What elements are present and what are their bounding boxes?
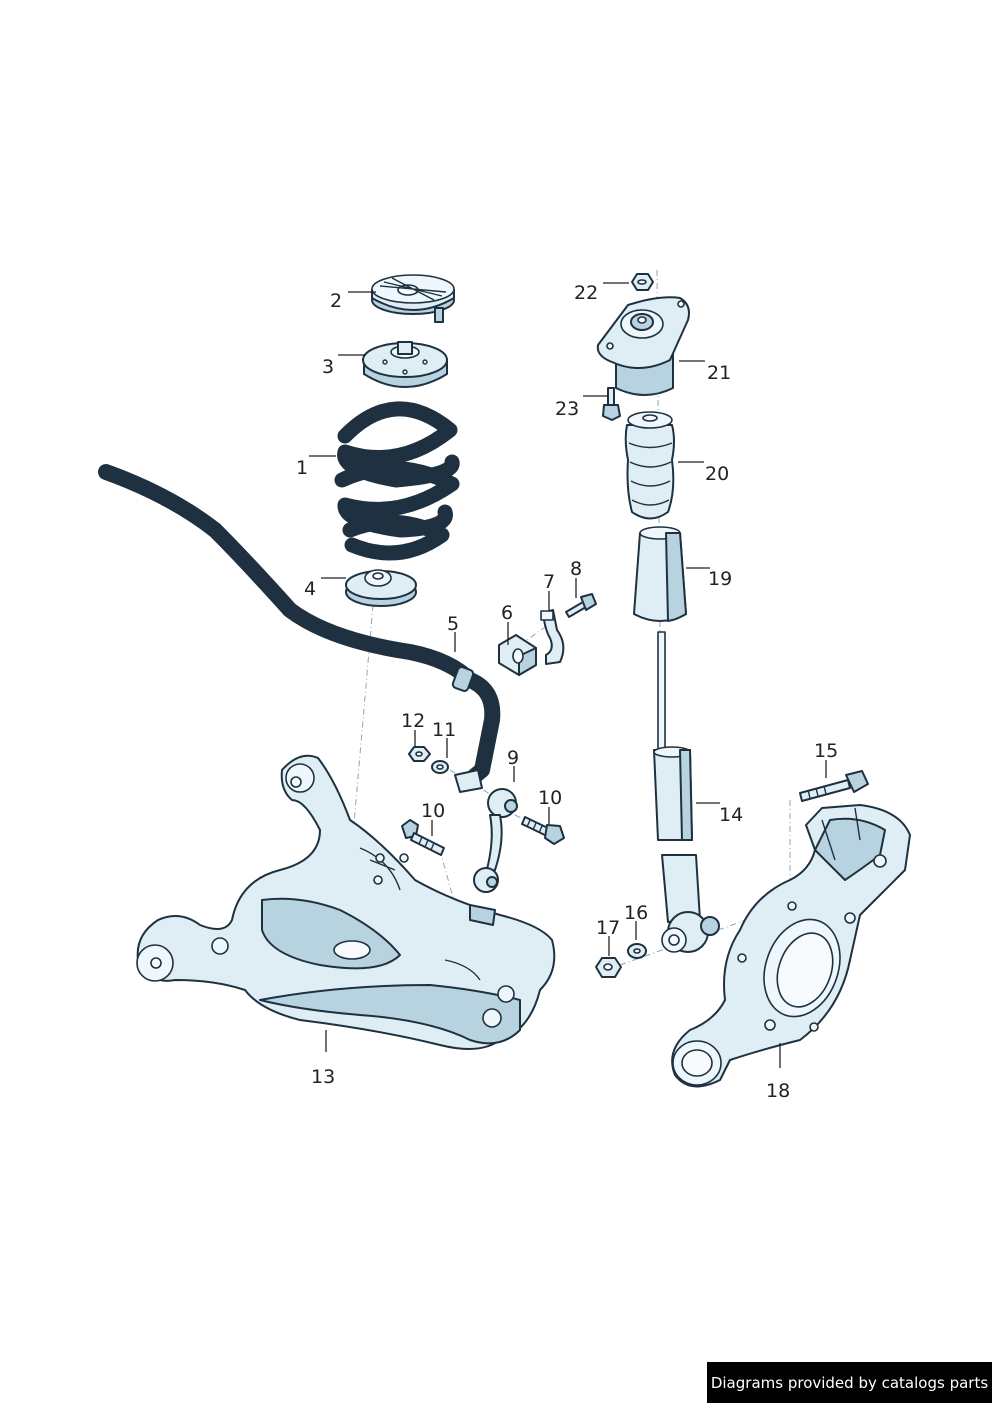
label-6: 6	[501, 602, 513, 624]
label-11: 11	[432, 719, 456, 741]
part-1-coil-spring	[334, 401, 460, 561]
label-3: 3	[322, 356, 334, 378]
label-4: 4	[304, 578, 316, 600]
label-10-right: 10	[538, 787, 562, 809]
footer-attribution: Diagrams provided by catalogs parts	[707, 1362, 992, 1403]
label-17: 17	[596, 917, 620, 939]
label-12: 12	[401, 710, 425, 732]
part-2-spring-seat-upper	[371, 274, 455, 323]
leader-lines	[309, 282, 827, 1068]
label-2: 2	[330, 290, 342, 312]
label-5: 5	[447, 613, 459, 635]
part-19-protective-tube	[633, 526, 687, 622]
part-12-nut	[408, 746, 431, 762]
label-19: 19	[708, 568, 732, 590]
label-1: 1	[296, 457, 308, 479]
part-7-clamp	[540, 609, 565, 665]
label-15: 15	[814, 740, 838, 762]
part-17-nut	[595, 957, 622, 978]
label-18: 18	[766, 1080, 790, 1102]
label-14: 14	[719, 804, 743, 826]
part-11-washer	[431, 760, 449, 774]
part-10-bolt-right	[521, 816, 565, 845]
label-10-left: 10	[421, 800, 445, 822]
label-9: 9	[507, 747, 519, 769]
part-4-spring-pad-lower	[345, 569, 417, 607]
part-3-spring-seat	[362, 341, 448, 388]
label-20: 20	[705, 463, 729, 485]
label-21: 21	[707, 362, 731, 384]
callout-labels: 1 2 3 4 5 6 7 8 9 10 10 11 12 13 14 15 1…	[296, 282, 838, 1102]
part-22-nut	[631, 273, 654, 291]
part-15-bolt	[799, 770, 869, 802]
part-18-wheel-bearing-housing	[671, 804, 911, 1088]
part-14-shock-absorber	[653, 631, 720, 953]
part-16-washer	[627, 943, 647, 959]
part-8-bolt	[565, 593, 597, 618]
label-16: 16	[624, 902, 648, 924]
label-7: 7	[543, 571, 555, 593]
label-22: 22	[574, 282, 598, 304]
label-13: 13	[311, 1066, 335, 1088]
label-8: 8	[570, 558, 582, 580]
label-23: 23	[555, 398, 579, 420]
part-5-stabilizer-bar	[98, 464, 501, 793]
part-23-bolt	[602, 387, 621, 421]
part-21-top-mount	[596, 296, 690, 396]
part-10-bolt-left	[401, 819, 445, 856]
part-6-bushing	[498, 634, 537, 676]
part-9-coupling-rod	[473, 788, 518, 893]
part-13-control-arm	[136, 754, 556, 1050]
part-20-bump-stop	[624, 411, 675, 520]
